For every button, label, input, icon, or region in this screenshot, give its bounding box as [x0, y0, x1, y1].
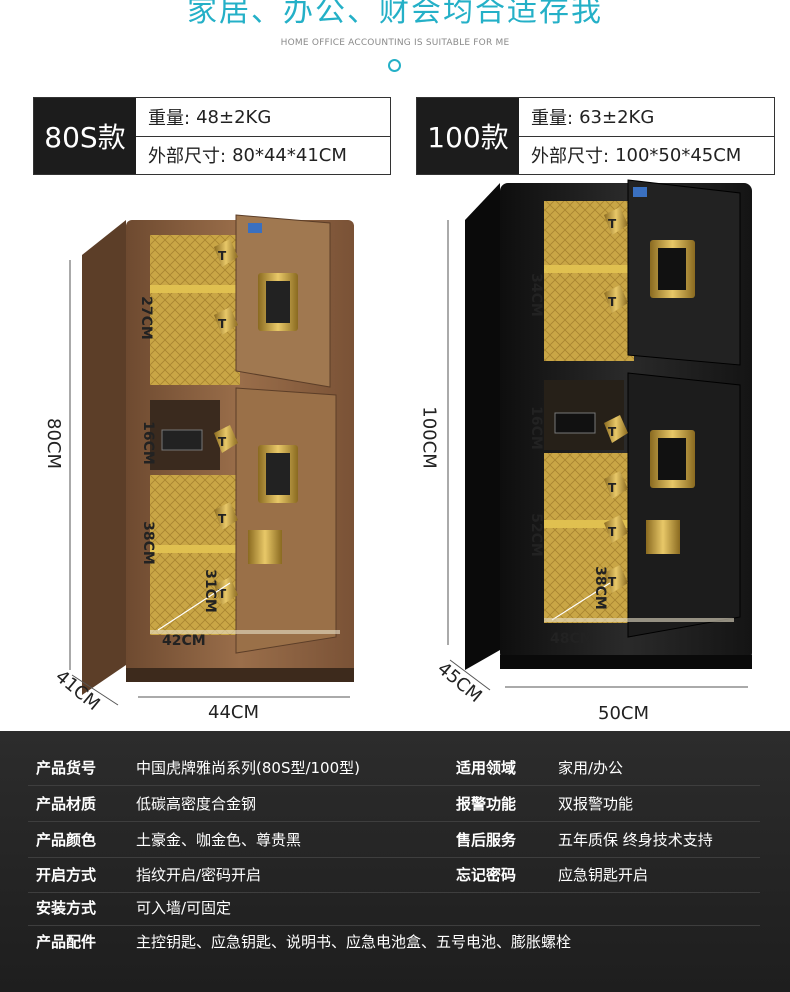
middle-label-100: 16CM — [527, 406, 544, 450]
safe-100: T T T T T T — [447, 179, 752, 691]
spec-value: 应急钥匙开启 — [558, 866, 649, 884]
spec-label: 开启方式 — [36, 866, 97, 884]
weight-label: 重量: — [531, 108, 574, 129]
spec-box-100: 100款 重量:63±2KG 外部尺寸:100*50*45CM — [416, 97, 775, 175]
weight-row: 重量:48±2KG — [136, 98, 390, 137]
svg-text:T: T — [218, 317, 227, 331]
size-label: 外部尺寸: — [531, 146, 610, 167]
product-stage: T T T T T — [0, 175, 790, 735]
svg-text:T: T — [218, 435, 227, 449]
safe-illustration: T T T T T — [69, 179, 752, 706]
spec-value: 指纹开启/密码开启 — [136, 866, 262, 884]
size-row: 外部尺寸:80*44*41CM — [136, 136, 390, 174]
spec-row: 开启方式 指纹开启/密码开启 忘记密码 应急钥匙开启 — [28, 858, 760, 893]
weight-value: 63±2KG — [579, 106, 655, 128]
hero-dot-icon — [388, 59, 401, 72]
svg-text:T: T — [608, 525, 617, 539]
height-label-100: 100CM — [418, 406, 440, 469]
size-value: 80*44*41CM — [232, 144, 347, 166]
spec-row: 产品材质 低碳高密度合金钢 报警功能 双报警功能 — [28, 787, 760, 822]
upper-label-100: 34CM — [527, 273, 544, 317]
spec-value: 低碳高密度合金钢 — [136, 795, 257, 813]
svg-text:T: T — [608, 295, 617, 309]
spec-label: 报警功能 — [456, 795, 517, 813]
spec-label: 忘记密码 — [456, 866, 517, 884]
spec-label: 售后服务 — [456, 831, 517, 849]
spec-label: 产品配件 — [36, 933, 97, 951]
upper-label-80s: 27CM — [137, 296, 154, 340]
spec-label: 安装方式 — [36, 899, 97, 917]
spec-value: 土豪金、咖金色、尊贵黑 — [136, 831, 302, 849]
spec-row: 产品颜色 土豪金、咖金色、尊贵黑 售后服务 五年质保 终身技术支持 — [28, 823, 760, 858]
size-value: 100*50*45CM — [615, 144, 742, 166]
shelf-depth-label-100: 38CM — [591, 566, 608, 610]
svg-text:T: T — [218, 587, 227, 601]
svg-text:T: T — [608, 575, 617, 589]
spec-value: 中国虎牌雅尚系列(80S型/100型) — [136, 759, 360, 777]
spec-row: 产品货号 中国虎牌雅尚系列(80S型/100型) 适用领域 家用/办公 — [28, 751, 760, 786]
spec-value: 双报警功能 — [558, 795, 634, 813]
spec-box-80s: 80S款 重量:48±2KG 外部尺寸:80*44*41CM — [33, 97, 391, 175]
middle-label-80s: 16CM — [139, 421, 156, 465]
spec-value: 五年质保 终身技术支持 — [558, 831, 713, 849]
hero-subtitle: HOME OFFICE ACCOUNTING IS SUITABLE FOR M… — [280, 38, 510, 48]
width-label-100: 50CM — [598, 703, 650, 724]
spec-label: 产品材质 — [36, 795, 97, 813]
svg-text:T: T — [218, 512, 227, 526]
spec-label: 适用领域 — [456, 759, 517, 777]
inner-width-label-100: 48CM — [550, 631, 594, 647]
height-label-80s: 80CM — [43, 417, 65, 470]
spec-row: 产品配件 主控钥匙、应急钥匙、说明书、应急电池盒、五号电池、膨胀螺栓 — [28, 925, 760, 959]
weight-row: 重量:63±2KG — [519, 98, 774, 137]
model-name: 100款 — [417, 98, 519, 174]
svg-text:T: T — [218, 249, 227, 263]
weight-value: 48±2KG — [196, 106, 272, 128]
hero-title: 家居、办公、财会均合适存我 — [187, 0, 603, 29]
spec-label: 产品货号 — [36, 759, 97, 777]
weight-label: 重量: — [148, 108, 191, 129]
model-name: 80S款 — [34, 98, 136, 174]
safe-80s: T T T T T — [69, 214, 354, 706]
spec-value: 家用/办公 — [558, 759, 624, 777]
shelf-depth-label-80s: 31CM — [201, 569, 218, 613]
spec-label: 产品颜色 — [36, 831, 97, 849]
svg-text:T: T — [608, 481, 617, 495]
inner-width-label-80s: 42CM — [162, 633, 206, 649]
svg-text:T: T — [608, 217, 617, 231]
size-label: 外部尺寸: — [148, 146, 227, 167]
spec-value: 主控钥匙、应急钥匙、说明书、应急电池盒、五号电池、膨胀螺栓 — [136, 933, 572, 951]
size-row: 外部尺寸:100*50*45CM — [519, 136, 774, 174]
width-label-80s: 44CM — [208, 702, 260, 723]
svg-text:T: T — [608, 425, 617, 439]
lower-label-100: 52CM — [527, 513, 544, 557]
spec-table: 产品货号 中国虎牌雅尚系列(80S型/100型) 适用领域 家用/办公 产品材质… — [0, 731, 790, 992]
spec-row: 安装方式 可入墙/可固定 — [28, 891, 760, 926]
spec-value: 可入墙/可固定 — [136, 899, 232, 917]
lower-label-80s: 38CM — [139, 521, 156, 565]
